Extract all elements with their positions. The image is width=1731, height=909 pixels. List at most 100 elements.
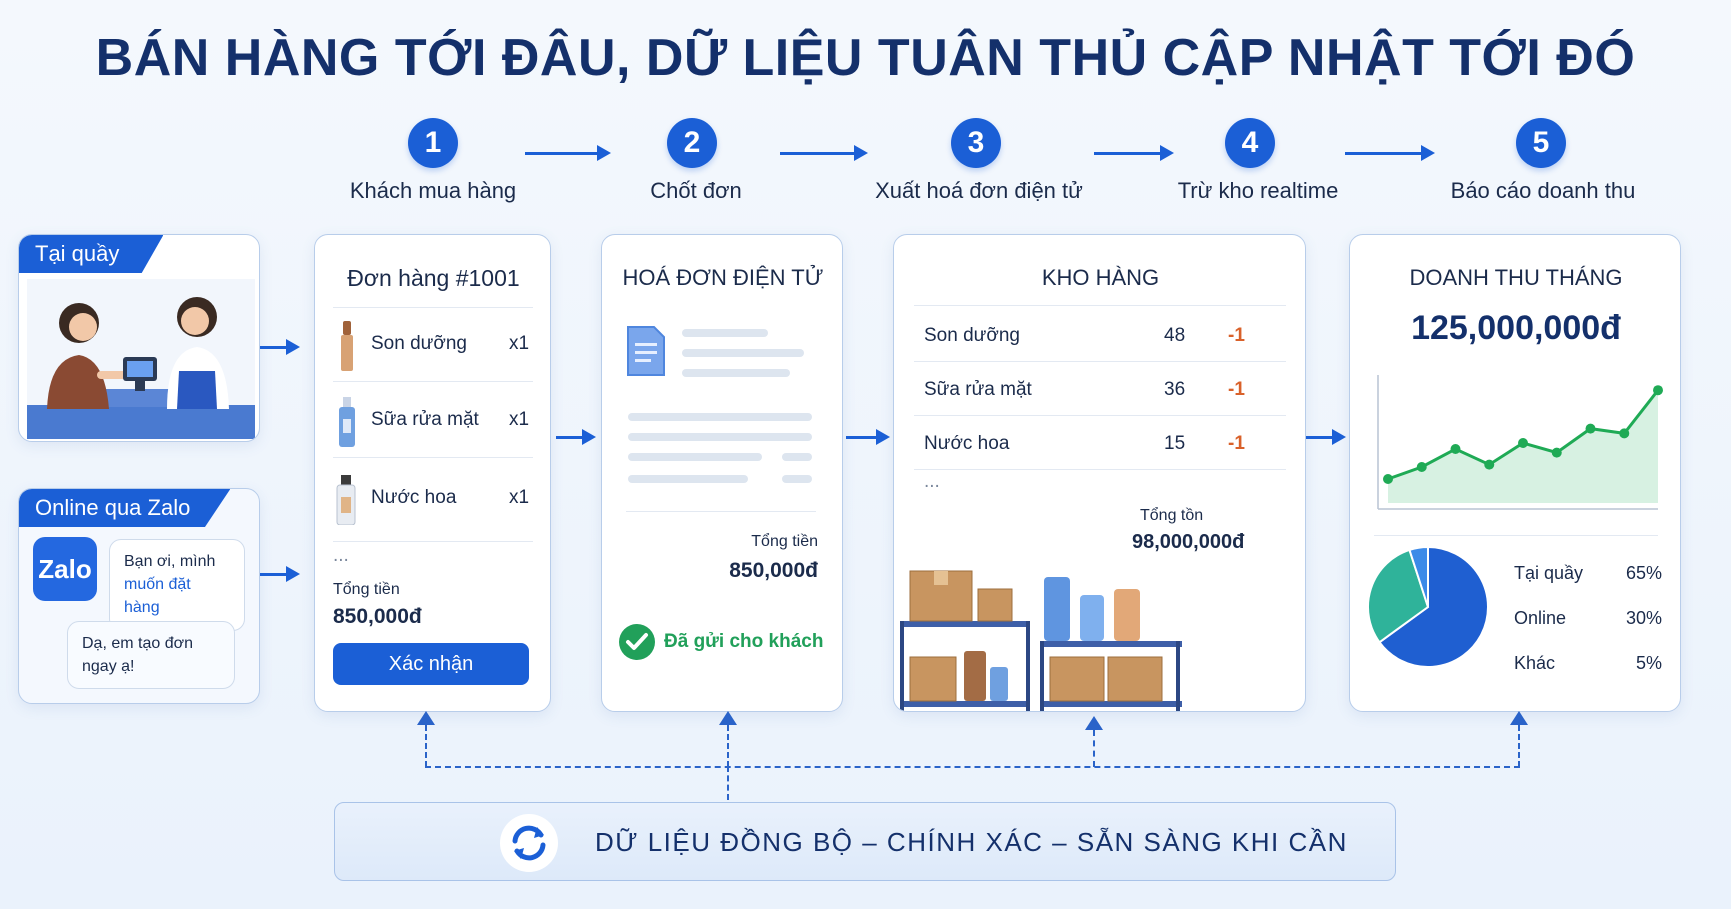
invoice-line (628, 453, 762, 461)
lip-balm-icon (341, 321, 353, 371)
chart-point (1619, 428, 1630, 439)
step-4: 4 (1225, 118, 1275, 168)
sync-line-center (727, 766, 729, 800)
store-arrow-head (286, 339, 300, 355)
revenue-title: DOANH THU THÁNG (1409, 265, 1623, 290)
sync-arrow-order (417, 711, 435, 725)
cleanser-icon (339, 397, 355, 447)
store-card: Tại quầy (18, 234, 260, 442)
pie-slice (1378, 545, 1489, 668)
revenue-divider (1374, 535, 1658, 536)
perfume-icon (336, 475, 356, 525)
chart-point (1518, 438, 1528, 448)
inventory-item-name: Son dưỡng (924, 325, 1020, 346)
invoice-line (628, 475, 748, 483)
step-arrow-4 (1345, 152, 1425, 155)
step-4-number: 4 (1225, 118, 1275, 168)
order-item-qty: x1 (509, 409, 530, 430)
sync-arrow-revenue (1510, 711, 1528, 725)
confirm-button[interactable]: Xác nhận (333, 643, 529, 685)
inventory-more: ... (924, 471, 940, 492)
inventory-item-stock: 36 (1164, 379, 1186, 400)
step-3-label: Xuất hoá đơn điện tử (875, 178, 1083, 203)
inventory-total-value: 98,000,000đ (1132, 531, 1245, 553)
store-arrow (260, 346, 288, 349)
chart-point (1383, 474, 1393, 484)
sync-line-inventory (1093, 730, 1095, 767)
invoice-title: HOÁ ĐƠN ĐIỆN TỬ (622, 265, 824, 290)
order-row-divider (333, 381, 533, 382)
inventory-title: KHO HÀNG (1041, 265, 1160, 290)
step-arrow-3 (1094, 152, 1164, 155)
zalo-arrow (260, 573, 288, 576)
step-arrow-head-1 (597, 145, 611, 161)
customer-message: Bạn ơi, mình muốn đặt hàng (109, 539, 245, 631)
step-2: 2 (667, 118, 717, 168)
inventory-item-stock: 15 (1164, 433, 1186, 454)
order-more: ... (333, 545, 349, 566)
order-total-value: 850,000đ (333, 605, 422, 628)
breakdown-value: 30% (1625, 608, 1662, 628)
inventory-item-change: -1 (1228, 433, 1245, 454)
chart-point (1653, 385, 1663, 396)
invoice-sent-status: Đã gửi cho khách (664, 631, 824, 652)
shop-reply-message: Dạ, em tạo đơn ngay ạ! (67, 621, 235, 690)
order-item-qty: x1 (509, 333, 530, 354)
footer-text: DỮ LIỆU ĐỒNG BỘ – CHÍNH XÁC – SẴN SÀNG K… (595, 827, 1348, 857)
inventory-row-divider (914, 361, 1286, 362)
step-arrow-head-2 (854, 145, 868, 161)
step-5-number: 5 (1516, 118, 1566, 168)
invoice-total-value: 850,000đ (729, 559, 818, 582)
step-1-number: 1 (408, 118, 458, 168)
step-5-label: Báo cáo doanh thu (1450, 178, 1636, 203)
order-row-divider (333, 457, 533, 458)
breakdown-value: 65% (1625, 563, 1662, 583)
chart-point (1450, 444, 1461, 454)
order-divider (333, 307, 533, 308)
inventory-to-revenue-arrow-head (1332, 429, 1346, 445)
step-3-number: 3 (951, 118, 1001, 168)
pie-slice (1408, 545, 1429, 608)
breakdown-label: Khác (1514, 653, 1556, 673)
order-to-invoice-arrow-head (582, 429, 596, 445)
order-title: Đơn hàng #1001 (347, 265, 520, 291)
customer-message-line2: muốn đặt hàng (124, 576, 191, 617)
sync-arrow-inventory (1085, 716, 1103, 730)
inventory-item-name: Sữa rửa mặt (924, 379, 1032, 400)
inventory-to-revenue-arrow (1306, 436, 1336, 439)
chart-point (1585, 423, 1596, 434)
revenue-amount: 125,000,000đ (1411, 309, 1621, 347)
invoice-to-inventory-arrow-head (876, 429, 890, 445)
step-2-number: 2 (667, 118, 717, 168)
store-illustration (27, 279, 255, 439)
sync-line-revenue (1518, 725, 1520, 767)
revenue-card: DOANH THU THÁNG 125,000,000đ Tại quầy 65… (1349, 234, 1681, 712)
check-circle-icon (619, 624, 655, 660)
chart-point (1416, 462, 1427, 472)
order-total-label: Tổng tiền (333, 581, 400, 598)
order-item-name: Nước hoa (371, 487, 457, 508)
invoice-line (782, 475, 812, 483)
inventory-item-change: -1 (1228, 379, 1245, 400)
order-card: Đơn hàng #1001 Son dưỡng x1 Sữa rửa mặt … (314, 234, 551, 712)
step-5: 5 (1516, 118, 1566, 168)
document-icon (627, 326, 665, 376)
step-arrow-2 (780, 152, 858, 155)
step-3: 3 (951, 118, 1001, 168)
inventory-row-divider (914, 469, 1286, 470)
invoice-line (682, 329, 768, 337)
zalo-arrow-head (286, 566, 300, 582)
shop-reply-line1: Dạ, em tạo đơn (82, 635, 193, 652)
sync-icon (500, 814, 558, 872)
step-4-label: Trừ kho realtime (1177, 178, 1339, 203)
sync-line-order (425, 725, 427, 767)
order-row-divider (333, 541, 533, 542)
customer-message-line1: Bạn ơi, mình (124, 553, 216, 570)
breakdown-label: Online (1514, 608, 1567, 628)
invoice-line (628, 433, 812, 441)
order-item-name: Son dưỡng (371, 333, 467, 354)
zalo-logo: Zalo (33, 537, 97, 601)
step-1: 1 (408, 118, 458, 168)
chart-point (1484, 459, 1495, 470)
footer-banner: DỮ LIỆU ĐỒNG BỘ – CHÍNH XÁC – SẴN SÀNG K… (334, 802, 1396, 881)
